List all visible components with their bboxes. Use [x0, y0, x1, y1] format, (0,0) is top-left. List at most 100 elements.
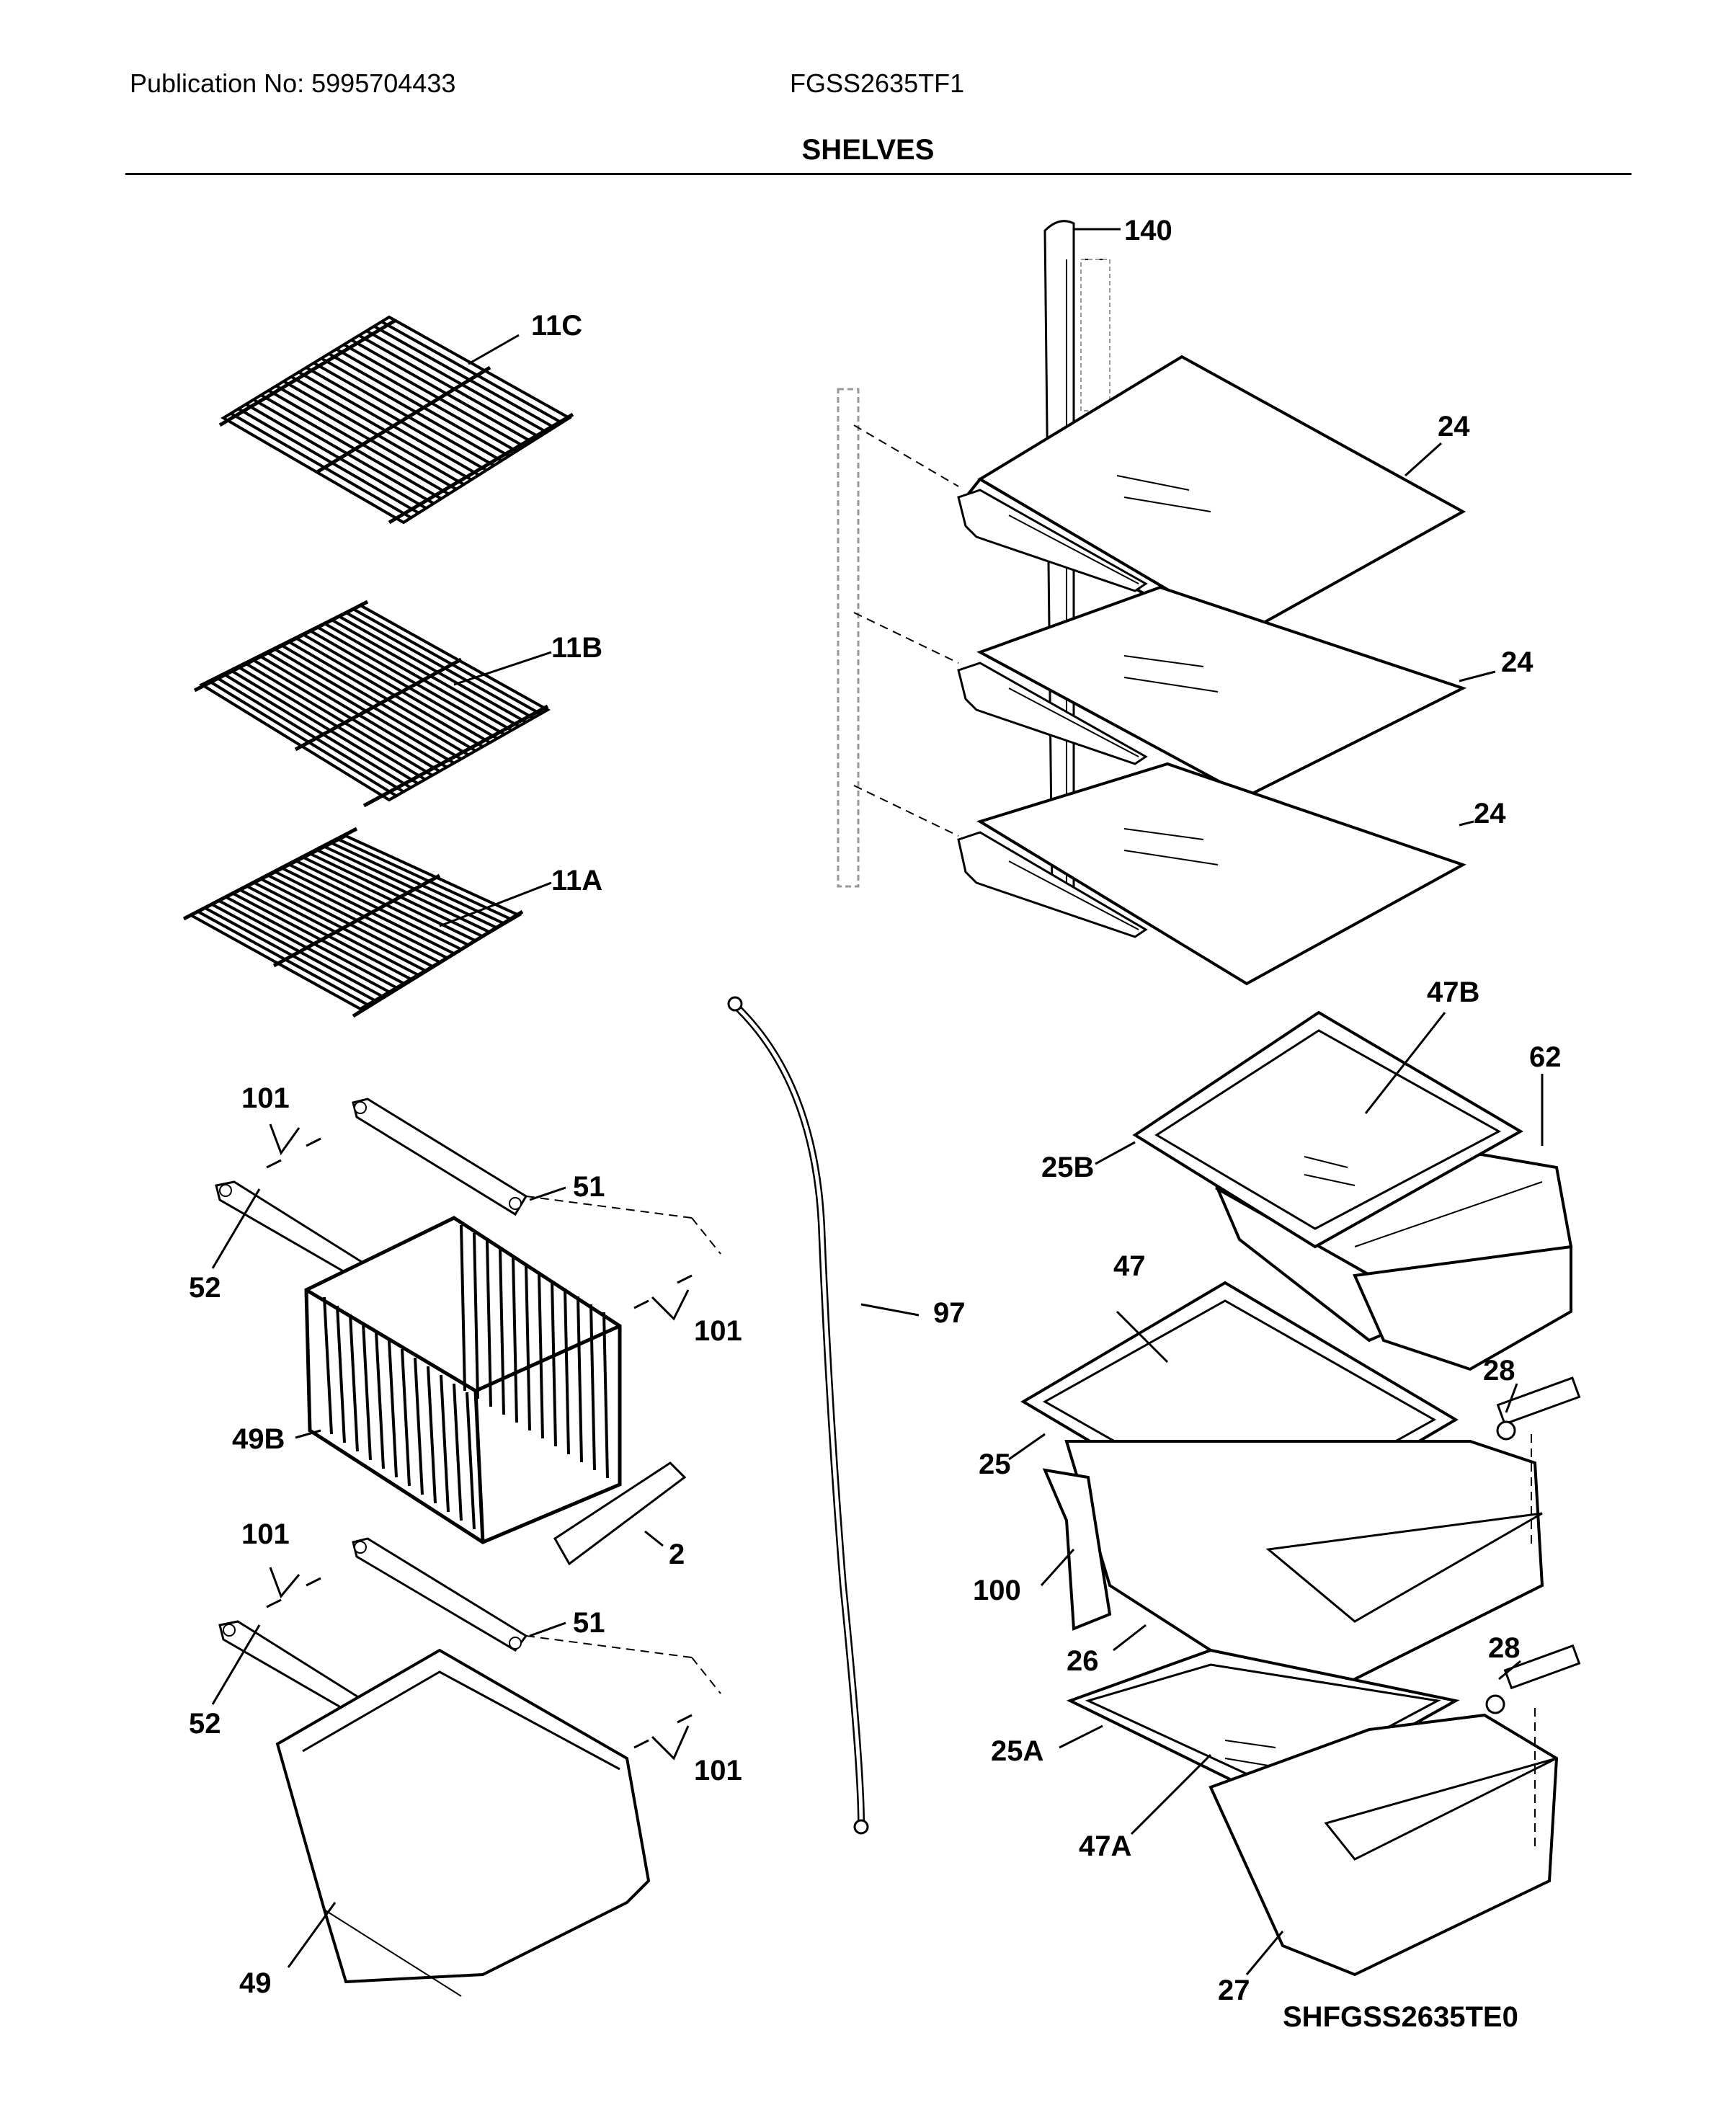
- wire-rib: [275, 384, 458, 491]
- wire-rib: [320, 357, 502, 463]
- glass-shelf-24-middle[interactable]: [853, 585, 1467, 798]
- basket-bar: [388, 1340, 398, 1478]
- label-11c: 11C: [531, 310, 582, 342]
- label-52-upper: 52: [189, 1272, 221, 1304]
- wire-rib: [313, 361, 495, 467]
- label-27: 27: [1218, 1975, 1250, 2006]
- cover-2: [553, 1461, 687, 1566]
- label-24-middle: 24: [1501, 646, 1534, 678]
- part-labels: 140 11C 11B 11A 24 24 24 47B 62 25B 101 …: [189, 215, 1562, 2033]
- diagram-code: SHFGSS2635TE0: [1283, 2001, 1518, 2033]
- label-24-top: 24: [1438, 411, 1470, 442]
- wire-rib: [197, 910, 368, 1006]
- basket-bar: [602, 1312, 609, 1479]
- divider-100: [1042, 1468, 1112, 1631]
- wire-rib: [236, 665, 427, 781]
- crisper-cover-47a[interactable]: [1066, 1648, 1460, 1804]
- basket-bar: [486, 1240, 492, 1407]
- wire-rib: [246, 885, 419, 976]
- model-number: FGSS2635TF1: [790, 68, 965, 98]
- label-28-upper: 28: [1483, 1355, 1515, 1387]
- label-28-lower: 28: [1488, 1632, 1521, 1664]
- label-47a: 47A: [1079, 1830, 1131, 1862]
- screw-101-c: [266, 1577, 321, 1608]
- label-2: 2: [669, 1539, 685, 1570]
- label-51-upper: 51: [573, 1171, 605, 1203]
- wire-rib: [309, 629, 498, 740]
- wire-rib: [335, 347, 517, 453]
- wire-rib: [290, 375, 473, 481]
- basket-bar: [362, 1322, 372, 1461]
- basket-bar: [538, 1272, 544, 1439]
- wire-shelf-ribs: [197, 320, 563, 1006]
- wire-rib: [230, 411, 412, 520]
- basket-bar: [375, 1331, 385, 1469]
- wire-rib: [260, 878, 433, 968]
- wire-rib: [324, 622, 512, 732]
- wire-rib: [331, 842, 505, 925]
- wire-rib: [239, 889, 411, 981]
- wire-rib: [280, 644, 470, 757]
- wire-rib: [282, 380, 465, 486]
- wire-rib: [218, 899, 390, 994]
- wire-rib: [267, 874, 440, 964]
- basket-bar: [427, 1366, 437, 1504]
- wire-rib: [222, 672, 412, 789]
- shelf-rail-left: [837, 388, 860, 888]
- basket-bar: [401, 1348, 411, 1487]
- wire-rib: [298, 370, 480, 476]
- crisper-26[interactable]: [1064, 1440, 1544, 1717]
- wire-rib: [282, 867, 455, 955]
- label-140: 140: [1124, 215, 1172, 246]
- wire-basket-49b[interactable]: [304, 1216, 622, 1544]
- publication-number: Publication No: 5995704433: [130, 68, 456, 98]
- wire-rib: [358, 334, 540, 439]
- label-52-lower: 52: [189, 1708, 221, 1740]
- basket-bar: [323, 1296, 333, 1435]
- slide-rail-51-lower[interactable]: [352, 1537, 721, 1694]
- wire-rib: [294, 636, 484, 748]
- wire-rib: [331, 618, 520, 728]
- label-62: 62: [1529, 1041, 1562, 1073]
- wire-rib: [306, 366, 487, 472]
- basket-bar: [466, 1392, 476, 1530]
- label-100: 100: [973, 1575, 1021, 1606]
- wire-rib: [303, 856, 476, 943]
- wire-rib: [345, 611, 534, 720]
- wire-rib: [288, 863, 462, 951]
- label-26: 26: [1067, 1645, 1099, 1677]
- wire-rib: [316, 626, 505, 736]
- bin-49[interactable]: [275, 1648, 651, 1997]
- crisper-27[interactable]: [1208, 1713, 1559, 1977]
- wire-rib: [380, 320, 563, 424]
- basket-bar: [440, 1374, 450, 1513]
- label-101-upper-right: 101: [694, 1315, 742, 1347]
- basket-bar: [589, 1304, 596, 1471]
- wire-rib: [245, 403, 427, 509]
- bracket-28-upper: [1496, 1376, 1581, 1549]
- slide-rail-51-upper[interactable]: [352, 1098, 721, 1255]
- wire-rib: [208, 680, 398, 798]
- screw-101-a: [266, 1137, 321, 1169]
- basket-bar: [460, 1224, 466, 1392]
- header-rule: [125, 173, 1632, 175]
- wire-rib: [365, 329, 548, 434]
- wire-rib: [252, 398, 435, 505]
- basket-bar: [577, 1296, 583, 1463]
- bracket-28-lower: [1485, 1644, 1581, 1852]
- tube-97: [727, 996, 869, 1835]
- label-11a: 11A: [551, 865, 602, 896]
- crisper-cover-47b[interactable]: [1132, 1010, 1524, 1249]
- wire-rib: [211, 903, 383, 998]
- wire-rib: [301, 633, 491, 744]
- screw-101-d: [633, 1714, 693, 1749]
- glass-shelf-24-bottom[interactable]: [853, 762, 1466, 986]
- label-49: 49: [239, 1967, 272, 1999]
- wire-rib: [373, 324, 556, 429]
- wire-rib: [328, 352, 510, 458]
- wire-rib: [260, 393, 442, 500]
- wire-rib: [287, 640, 477, 752]
- label-101-lower-left: 101: [241, 1518, 290, 1550]
- wire-rib: [254, 881, 426, 972]
